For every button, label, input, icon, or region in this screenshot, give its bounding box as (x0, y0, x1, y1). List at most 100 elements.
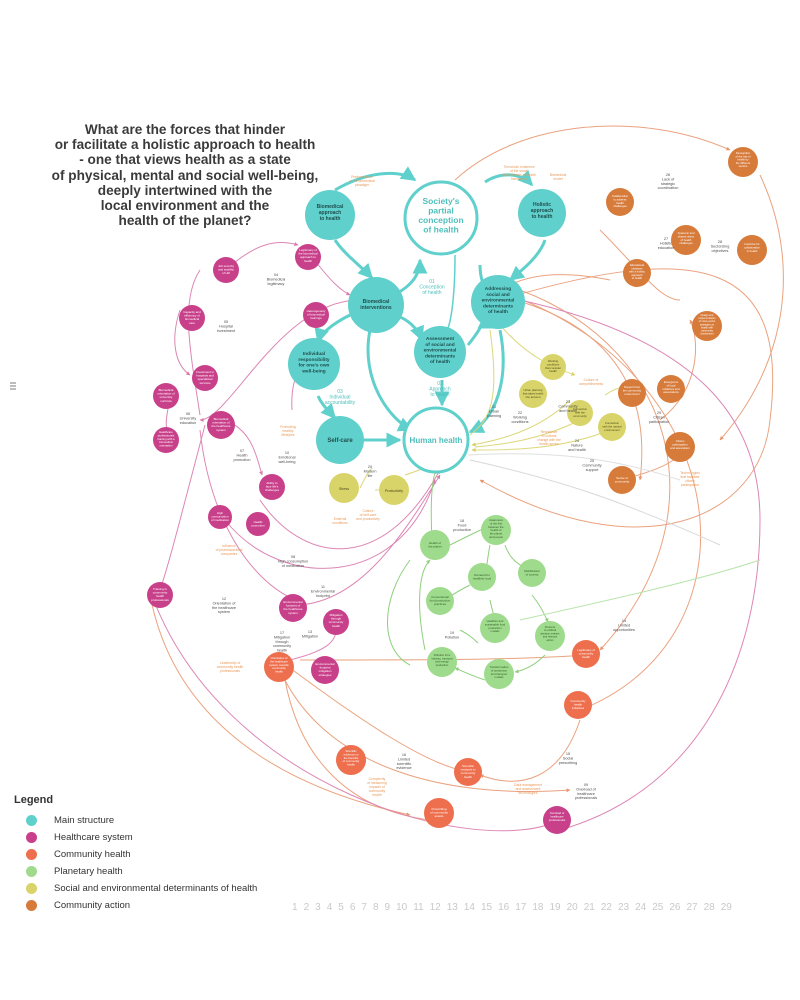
page-number[interactable]: 8 (372, 902, 379, 913)
legend-label: Community action (54, 900, 131, 911)
page-number[interactable]: 12 (429, 902, 441, 913)
legend-item: Healthcare system (14, 829, 314, 846)
page-number[interactable]: 10 (396, 902, 408, 913)
page-number[interactable]: 1 (292, 902, 298, 913)
page-number[interactable]: 16 (498, 902, 510, 913)
page-number[interactable]: 24 (635, 902, 647, 913)
page-number[interactable]: 22 (600, 902, 612, 913)
edge (509, 274, 611, 286)
edge (199, 429, 296, 601)
edge (419, 559, 431, 651)
page-number[interactable]: 20 (566, 902, 578, 913)
page-number[interactable]: 19 (549, 902, 561, 913)
page-number[interactable]: 5 (338, 902, 344, 913)
page-number[interactable]: 6 (349, 902, 356, 913)
edge (519, 298, 761, 831)
page-number[interactable]: 25 (652, 902, 664, 913)
page-number[interactable]: 7 (361, 902, 367, 913)
edge (659, 319, 697, 421)
page-number[interactable]: 17 (515, 902, 527, 913)
node-stress: Stress (329, 473, 359, 503)
page-number[interactable]: 18 (532, 902, 544, 913)
page-number[interactable]: 29 (720, 902, 732, 913)
edge (509, 294, 702, 711)
page-number[interactable]: 26 (669, 902, 681, 913)
side-drag-handle[interactable] (10, 382, 16, 391)
legend-item: Main structure (14, 812, 314, 829)
page-number[interactable]: 3 (315, 902, 321, 913)
edge (149, 594, 411, 817)
page-number[interactable]: 2 (303, 902, 310, 913)
title-line: local environment and the (100, 198, 270, 214)
node-label: Stress (339, 487, 349, 491)
edge (359, 467, 373, 489)
page-number[interactable]: 27 (686, 902, 698, 913)
page-number[interactable]: 11 (413, 902, 424, 913)
page-number[interactable]: 15 (480, 902, 493, 913)
page-number[interactable]: 9 (384, 902, 391, 913)
page-number[interactable]: 28 (703, 902, 715, 913)
page-number[interactable]: 14 (463, 902, 475, 913)
edge (279, 669, 571, 793)
legend-title: Legend (14, 794, 54, 806)
page-number[interactable]: 21 (583, 902, 595, 913)
page-number[interactable]: 13 (446, 902, 458, 913)
edge (474, 419, 581, 448)
edge (366, 329, 414, 432)
page-number[interactable]: 23 (617, 902, 630, 913)
edge (531, 594, 549, 623)
node-label: Self-care (327, 438, 353, 444)
edge (471, 399, 571, 447)
legend-swatch (26, 815, 37, 826)
edge (289, 667, 461, 772)
node-productivity: Productivity (379, 475, 409, 505)
edge (259, 469, 441, 550)
page-number[interactable]: 4 (326, 902, 333, 913)
